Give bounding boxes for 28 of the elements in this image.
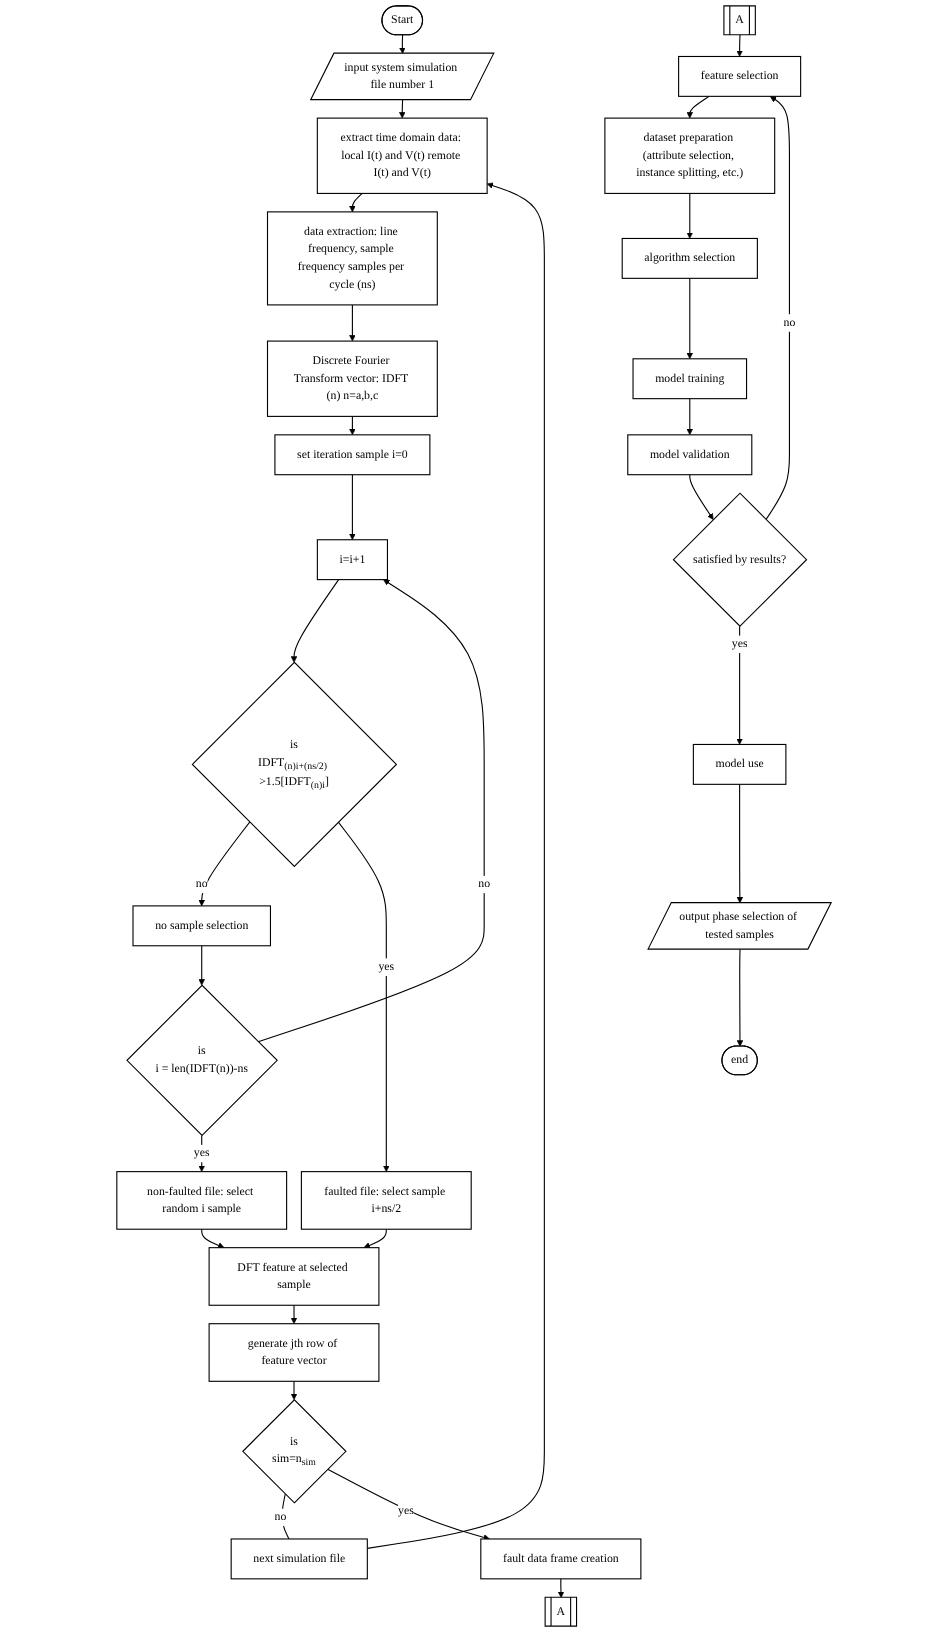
arrow [736, 34, 743, 57]
arrow [349, 415, 356, 436]
arrow [399, 99, 406, 119]
arrow [257, 579, 485, 1043]
arrow [337, 821, 390, 1172]
arrow [689, 474, 714, 520]
arrow [736, 625, 743, 745]
arrow [736, 783, 744, 904]
arrow [557, 1578, 565, 1598]
arrow [736, 948, 744, 1047]
arrow [290, 1304, 298, 1324]
arrow [366, 182, 545, 1549]
arrow [198, 945, 205, 986]
arrow [686, 95, 710, 119]
arrow [349, 192, 363, 213]
arrow [290, 1380, 298, 1401]
arrow [290, 579, 340, 663]
arrow [686, 277, 694, 360]
arrow [399, 34, 406, 54]
arrow [686, 192, 694, 239]
arrow [349, 474, 356, 541]
arrow [201, 1228, 225, 1249]
arrow [363, 1228, 387, 1249]
arrow [327, 1468, 490, 1541]
arrow [349, 304, 356, 342]
arrow [686, 398, 694, 436]
arrow [765, 96, 790, 521]
arrow [198, 821, 251, 907]
